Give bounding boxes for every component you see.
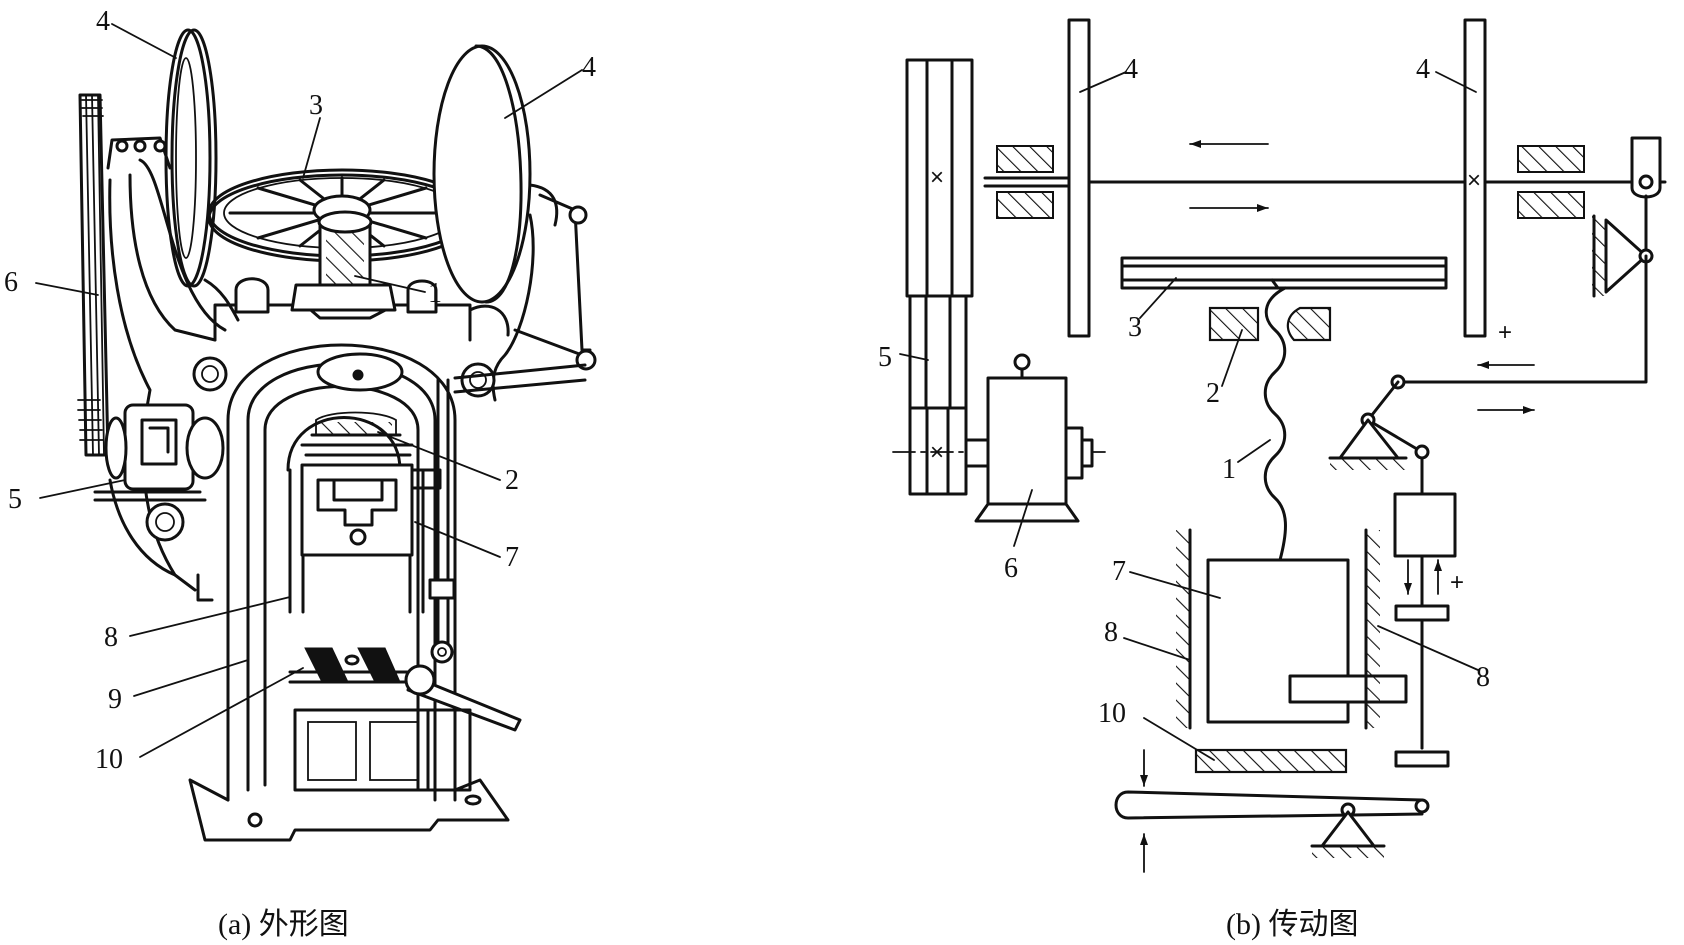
label-a-5: 5 (8, 484, 22, 515)
belt-5: × × (905, 58, 974, 496)
shaft (983, 176, 1667, 188)
label-a-9: 9 (108, 684, 122, 715)
label-b-8-right: 8 (1476, 662, 1490, 693)
ram-7-b (1176, 528, 1408, 730)
leaders-b (899, 71, 1479, 761)
transmission-view: × × × + (878, 18, 1667, 941)
screw-1 (317, 210, 373, 294)
label-a-7: 7 (505, 542, 519, 573)
exterior-view: 4 4 3 1 6 5 2 7 8 9 10 (a) 外形图 (4, 6, 597, 941)
label-b-6: 6 (1004, 553, 1018, 584)
flywheel-right-4 (432, 44, 592, 352)
caption-b: (b) 传动图 (1226, 908, 1358, 941)
label-a-4-right: 4 (582, 52, 596, 83)
flywheel-right-4-b (1463, 18, 1487, 338)
screw-1-b (1263, 286, 1287, 562)
label-a-3: 3 (309, 90, 323, 121)
label-b-5: 5 (878, 342, 892, 373)
belt-6 (77, 93, 110, 457)
plus-mark-wheel: + (1498, 319, 1512, 346)
cross-mark-shaft: × (1467, 167, 1481, 194)
label-a-10: 10 (95, 744, 123, 775)
label-a-8: 8 (104, 622, 118, 653)
leaders-a (35, 23, 583, 758)
label-b-7: 7 (1112, 556, 1126, 587)
press-body (108, 158, 597, 592)
label-b-4-right: 4 (1416, 54, 1430, 85)
label-b-1: 1 (1222, 454, 1236, 485)
motor-6 (892, 353, 1106, 523)
label-a-2: 2 (505, 465, 519, 496)
caption-a: (a) 外形图 (218, 908, 349, 941)
foot-lever (1114, 749, 1430, 873)
frame-9 (188, 277, 587, 842)
control-linkage: + (1328, 136, 1662, 768)
label-b-10: 10 (1098, 698, 1126, 729)
label-b-8-left: 8 (1104, 617, 1118, 648)
label-b-2: 2 (1206, 378, 1220, 409)
motor-5 (93, 403, 225, 502)
bearings (996, 145, 1585, 219)
plus-mark-rod: + (1450, 569, 1464, 596)
label-a-1: 1 (428, 278, 442, 309)
flywheel-left-4 (106, 28, 218, 288)
flywheel-left-4-b (1067, 18, 1091, 338)
label-a-6: 6 (4, 267, 18, 298)
cross-mark-top: × (930, 164, 944, 191)
label-b-3: 3 (1128, 312, 1142, 343)
label-b-4-left: 4 (1124, 54, 1138, 85)
label-a-4-left: 4 (96, 6, 110, 37)
nut-2 (1208, 306, 1332, 342)
anvil-10-b (1194, 748, 1348, 774)
